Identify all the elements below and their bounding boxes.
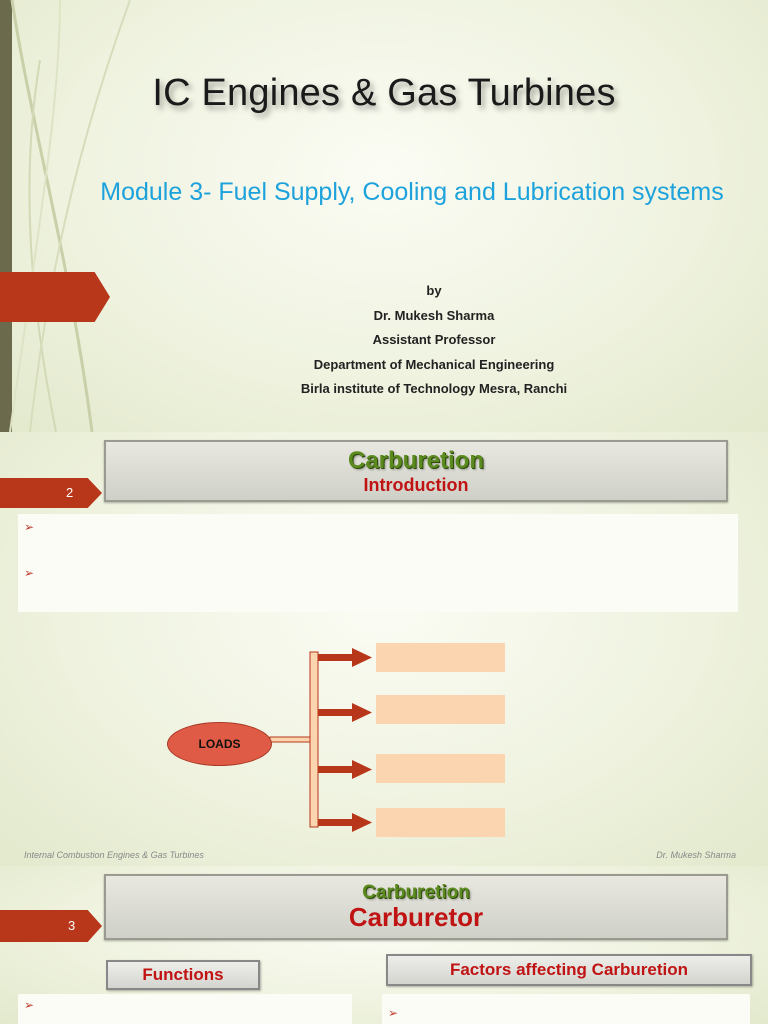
slide-number: 3: [68, 918, 76, 933]
bullet-arrow-icon: ➢: [24, 520, 35, 534]
diagram-trunk: [309, 651, 319, 828]
bullet-arrow-icon: ➢: [24, 998, 35, 1012]
bullet-arrow-icon: ➢: [24, 566, 35, 580]
author-institute: Birla institute of Technology Mesra, Ran…: [300, 381, 568, 396]
slide-subheading: Carburetor: [348, 902, 484, 932]
carburetor-slide: 3 Carburetion Carburetor Functions Facto…: [0, 866, 768, 1024]
author-name: Dr. Mukesh Sharma: [373, 307, 495, 323]
slide-number-tab: [0, 910, 102, 942]
slide-background: [0, 0, 768, 432]
slide-subheading: Introduction: [363, 475, 469, 495]
slide-heading: Carburetion: [347, 447, 484, 474]
carburetion-intro-slide: 2 Carburetion Introduction ➢ ➢: [0, 432, 768, 866]
factors-label: Factors affecting Carburetion: [386, 954, 752, 986]
slide-header-box: Carburetion Carburetor: [104, 874, 728, 940]
slide-heading: Carburetion: [362, 882, 470, 903]
branch-arrow: [318, 703, 372, 722]
functions-label: Functions: [106, 960, 260, 990]
slide-header-box: Carburetion Introduction: [104, 440, 728, 502]
slide-number: 2: [66, 485, 74, 500]
branch-box: [376, 695, 505, 724]
diagram-connector: [269, 736, 313, 743]
branch-arrow: [318, 760, 372, 779]
title-slide: IC Engines & Gas Turbines Module 3- Fuel…: [0, 0, 768, 432]
functions-content-box: ➢: [18, 994, 352, 1024]
content-box: ➢ ➢: [18, 514, 738, 612]
footer-author: Dr. Mukesh Sharma: [656, 850, 736, 860]
branch-box: [376, 643, 505, 672]
author-department: Department of Mechanical Engineering: [313, 356, 555, 372]
footer-course: Internal Combustion Engines & Gas Turbin…: [24, 850, 204, 860]
branch-box: [376, 754, 505, 783]
branch-arrow: [318, 813, 372, 832]
slide-title: IC Engines & Gas Turbines: [152, 72, 616, 114]
slide-subtitle: Module 3- Fuel Supply, Cooling and Lubri…: [100, 178, 724, 206]
factors-content-box: ➢: [382, 994, 750, 1024]
by-label: by: [426, 283, 442, 298]
slide-tab-marker: [0, 272, 110, 322]
branch-box: [376, 808, 505, 837]
bullet-arrow-icon: ➢: [388, 1006, 399, 1020]
branch-arrow: [318, 648, 372, 667]
author-block: by Dr. Mukesh Sharma Assistant Professor…: [190, 279, 678, 402]
decorative-grass-lines: [9, 0, 131, 432]
loads-node: LOADS: [167, 722, 272, 766]
left-accent-bar: [0, 0, 12, 432]
slide-number-tab: [0, 478, 102, 508]
author-designation: Assistant Professor: [372, 332, 496, 347]
loads-tree-diagram: [269, 648, 372, 832]
